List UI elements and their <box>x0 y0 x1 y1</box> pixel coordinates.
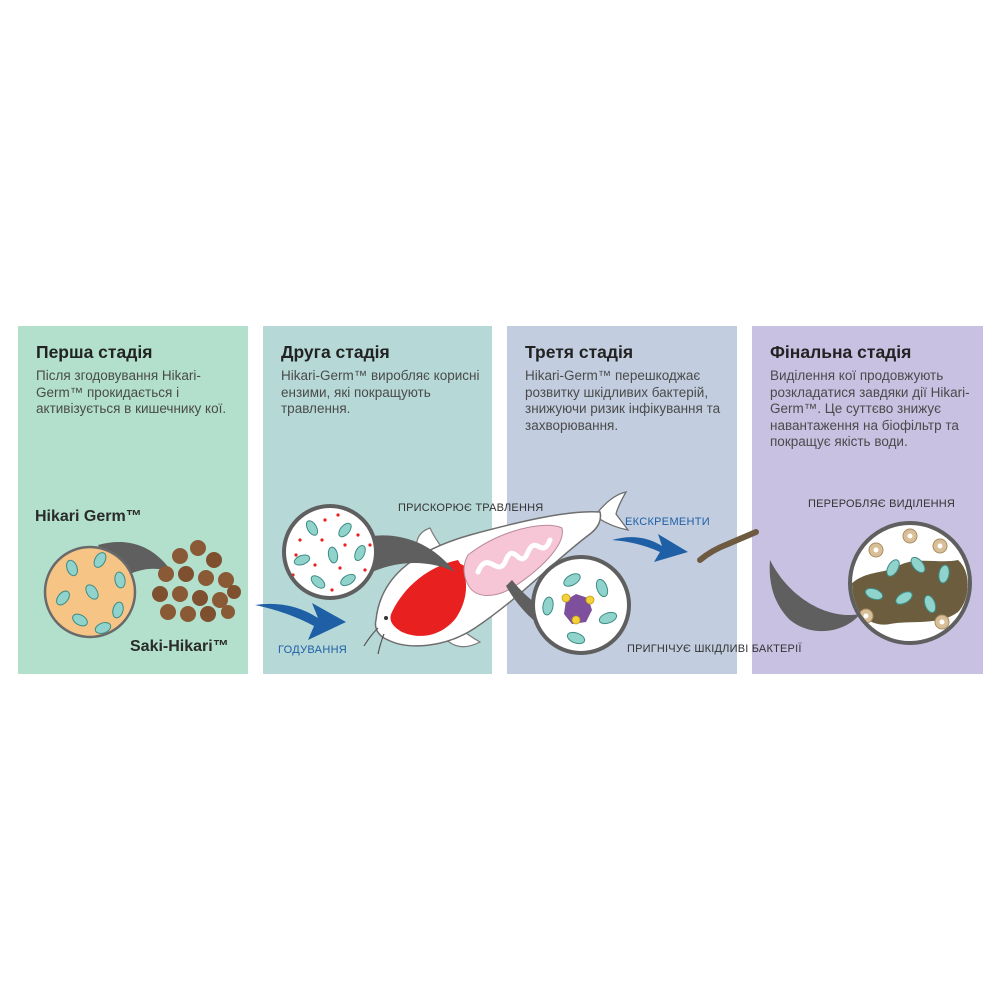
feeding-label: ГОДУВАННЯ <box>278 644 348 656</box>
stage-description: Hikari-Germ™ виробляє корисні ензими, як… <box>281 368 480 416</box>
accelerates-digestion-label: ПРИСКОРЮЄ ТРАВЛЕННЯ <box>398 502 544 514</box>
waste-processing-zoom-icon <box>848 521 972 645</box>
stage-description: Після згодовування Hikari-Germ™ прокидає… <box>36 368 227 416</box>
stage-title: Друга стадія <box>281 342 390 362</box>
enzyme-zoom-connector <box>360 535 455 572</box>
enzymes-zoom-icon <box>282 504 378 600</box>
stage-title: Фінальна стадія <box>770 342 912 362</box>
feeding-arrow-icon <box>255 603 346 640</box>
saki-hikari-label: Saki-Hikari™ <box>130 638 229 655</box>
pellets-pile-icon <box>152 540 241 622</box>
excrement-arrow-icon <box>612 534 688 562</box>
stage-title: Перша стадія <box>36 342 153 362</box>
stage-description: Hikari-Germ™ перешкоджає розвитку шкідли… <box>525 368 721 433</box>
koi-fish-icon <box>363 491 630 655</box>
harmful-bacteria-zoom-icon <box>531 555 631 655</box>
stage-title: Третя стадія <box>525 342 634 362</box>
suppresses-bacteria-label: ПРИГНІЧУЄ ШКІДЛИВІ БАКТЕРІЇ <box>627 643 802 655</box>
processes-waste-label: ПЕРЕРОБЛЯЄ ВИДІЛЕННЯ <box>808 498 956 510</box>
waste-zoom-connector <box>769 560 860 632</box>
pellet-cross-section-icon <box>43 545 137 639</box>
excrement-icon <box>697 529 759 563</box>
hikari-germ-label: Hikari Germ™ <box>35 508 142 525</box>
stage-description: Виділення кої продовжують розкладатися з… <box>770 368 970 449</box>
excrement-label: ЕКСКРЕМЕНТИ <box>625 516 711 528</box>
